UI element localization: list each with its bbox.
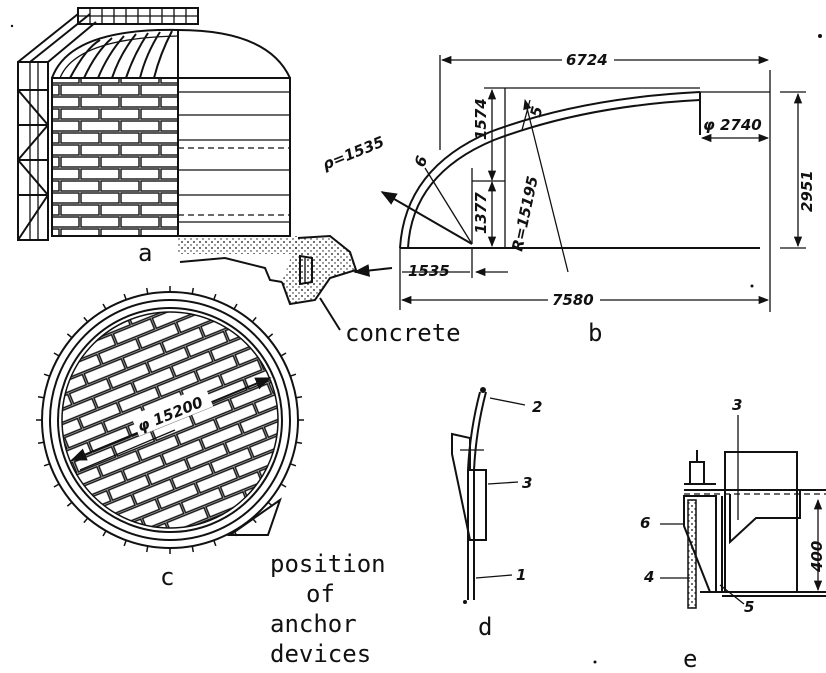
brick-wall-half [51,77,179,237]
rim-tick [267,333,274,339]
anchor-text-line2: of [306,580,335,608]
rim-tick [213,293,217,300]
part-d-1: 1 [516,566,526,584]
part-e-5: 5 [744,598,754,616]
dim-thickness-6: 6 [411,153,431,169]
scaffold-frame [17,61,49,241]
wall-section [724,451,798,593]
rim-tick [102,530,107,537]
part-e-6: 6 [640,514,650,532]
label-a: a [138,239,152,267]
anchor-gusset [451,432,487,541]
concrete-footing [281,234,358,306]
dim-height-lower: 1377 [472,192,490,234]
rim-tick [191,545,195,553]
rim-tick [295,395,303,399]
dim-radius-small: ρ=1535 [320,133,387,174]
part-d-3: 3 [522,474,532,492]
dim-radius-large: R=15195 [508,174,541,252]
anchor-ticks [36,286,304,554]
anchor-text-line4: devices [270,640,371,668]
rim-tick [43,463,50,467]
rim-tick [37,441,45,445]
label-b: b [588,319,602,347]
rim-tick [280,352,287,357]
rim-tick [233,303,238,310]
shell-wall-half [177,77,291,237]
rim-tick [37,395,45,399]
label-d: d [478,613,492,641]
panel-b-dome-geometry: φ 2740 6724 2951 1574 1377 ρ=1535 R=1519… [320,50,816,347]
dim-height-total: 2951 [798,170,816,212]
dome-plate [467,391,481,471]
panel-d-anchor-detail: 2 3 1 d [451,387,542,641]
anchor-bolt-nut [689,461,705,485]
rim-tick [280,483,287,488]
dim-left-offset: 1535 [408,262,450,280]
rim-tick [102,303,107,310]
panel-e-section-detail: 3 6 4 5 400 e [640,396,826,673]
rim-tick [53,483,60,488]
anchor-text-line1: position [270,550,386,578]
dim-thickness-5: 5 [526,104,546,119]
rim-tick [145,287,149,295]
rim-tick [290,463,297,467]
rim-tick [53,352,60,357]
dim-diameter-top: φ 2740 [703,116,762,134]
dome-arc-inner [407,99,701,249]
part-e-4: 4 [643,568,654,586]
rim-tick [83,517,89,524]
dim-height-upper: 1574 [472,98,490,140]
panel-c-plan-view: φ 15200 c [36,286,304,591]
rim-tick [66,501,73,507]
rim-tick [123,293,127,300]
rim-tick [66,333,73,339]
anchor-text-line3: anchor [270,610,357,638]
part-d-2: 2 [532,398,542,416]
label-e: e [683,645,697,673]
dim-width-top: 6724 [566,51,608,69]
dim-e-height: 400 [808,541,826,573]
rim-tick [123,540,127,547]
rim-tick [251,316,257,323]
rim-tick [290,373,297,377]
dim-width-bottom: 7580 [552,291,594,309]
rim-tick [43,373,50,377]
rim-tick [295,441,303,445]
rim-tick [145,545,149,553]
sand-bed [178,236,298,254]
rim-tick [83,316,89,323]
dome-roof [51,28,291,79]
part-e-3: 3 [732,396,742,414]
label-concrete: concrete [345,319,461,347]
panel-a-tank-elevation: a concrete [17,7,461,347]
rim-tick [213,540,217,547]
label-c: c [160,563,174,591]
rim-tick [191,287,195,295]
